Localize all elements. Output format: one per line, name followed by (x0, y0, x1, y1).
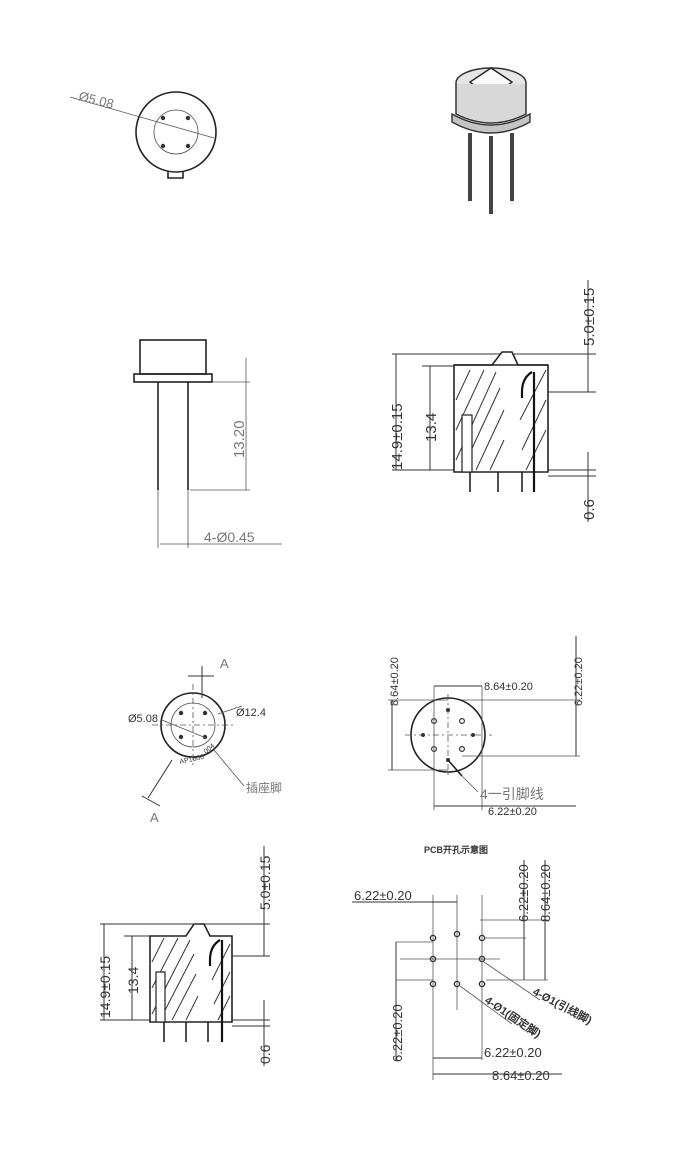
lead-wire (208, 939, 221, 966)
section-body (149, 923, 233, 1023)
top-height-label: 5.0±0.15 (581, 288, 598, 346)
cap-body (455, 84, 527, 124)
v-left-label: 8.64±0.20 (389, 657, 401, 706)
diameter-leader (69, 96, 215, 139)
inner-post (461, 414, 473, 473)
pin (489, 136, 493, 214)
view-bottom-diameter: Ø5.08 (69, 88, 217, 179)
pin-length-label: 0.6 (257, 1044, 273, 1064)
view-side-pins: 13.20 4-Ø0.45 (133, 339, 282, 548)
body-height-label: 13.4 (423, 413, 440, 442)
pin (510, 133, 514, 201)
v-top-b-label: 8.64±0.20 (538, 864, 553, 922)
flange (451, 112, 531, 134)
v-top-a-label: 6.22±0.20 (516, 864, 531, 922)
pin-hole (202, 734, 208, 740)
pin-hole (160, 143, 166, 149)
h-bottom-a-label: 6.22±0.20 (484, 1045, 542, 1060)
top-height-label: 5.0±0.15 (257, 855, 273, 910)
total-height-label: 14.9±0.15 (97, 956, 113, 1018)
pin-dia-label: 4-Ø0.45 (204, 529, 255, 545)
pin (468, 133, 472, 201)
view-bottom-section: A A Ø5.08 Ø12.4 AP1606 004 插座脚 (128, 656, 282, 825)
h-bottom-b-label: 8.64±0.20 (492, 1068, 550, 1083)
outer-dia-label: Ø12.4 (236, 707, 266, 719)
view-bottom-dims: 8.64±0.20 8.64±0.20 6.22±0.20 6.22±0.20 … (388, 636, 585, 818)
pin-hole (185, 115, 191, 121)
total-height-label: 14.9±0.15 (389, 403, 406, 470)
pin-hole (459, 745, 466, 752)
pin-hole (185, 143, 191, 149)
base-tab (167, 171, 184, 179)
pin-hole (459, 717, 466, 724)
h-top-label: 6.22±0.20 (354, 888, 412, 903)
can-flange (133, 373, 213, 383)
v-left-label: 6.22±0.20 (390, 1004, 405, 1062)
pin-length-label: 0.6 (581, 499, 598, 520)
view-pcb-holes: PCB开孔示意图 6.22±0.20 6.22±0.20 8.64±0.20 6… (352, 844, 595, 1083)
leads-label: 4一引脚线 (480, 786, 544, 802)
marking-code: 004 (203, 743, 217, 756)
section-label-top: A (220, 656, 229, 671)
inner-dia-label: Ø5.08 (128, 713, 158, 725)
lead-hole-label: 4-Ø1(引线脚) (531, 984, 595, 1027)
h-top-label: 8.64±0.20 (484, 681, 533, 693)
pcb-title: PCB开孔示意图 (424, 844, 488, 855)
v-right-label: 6.22±0.20 (573, 657, 585, 706)
view-section-lower: 14.9±0.15 13.4 5.0±0.15 0.6 (97, 846, 273, 1066)
socket-label: 插座脚 (246, 780, 282, 795)
diameter-label: Ø5.08 (77, 88, 115, 111)
lead-wire (520, 371, 533, 398)
height-label: 13.20 (231, 420, 248, 458)
pin-hole (160, 115, 166, 121)
sensor-base-circle (135, 91, 217, 173)
pin-circle (153, 109, 199, 155)
pin-hole (202, 710, 208, 716)
h-bottom-label: 6.22±0.20 (488, 806, 537, 818)
inner-post (155, 971, 166, 1023)
pin-hole (178, 734, 184, 740)
fix-hole-label: 4-Ø1(固定脚) (482, 993, 544, 1041)
section-label-bottom: A (150, 810, 159, 825)
pin-hole (178, 710, 184, 716)
view-section-upper: 14.9±0.15 13.4 5.0±0.15 0.6 (389, 280, 598, 522)
can-body (139, 339, 207, 375)
body-height-label: 13.4 (125, 967, 141, 994)
view-3d-sensor (451, 67, 531, 214)
